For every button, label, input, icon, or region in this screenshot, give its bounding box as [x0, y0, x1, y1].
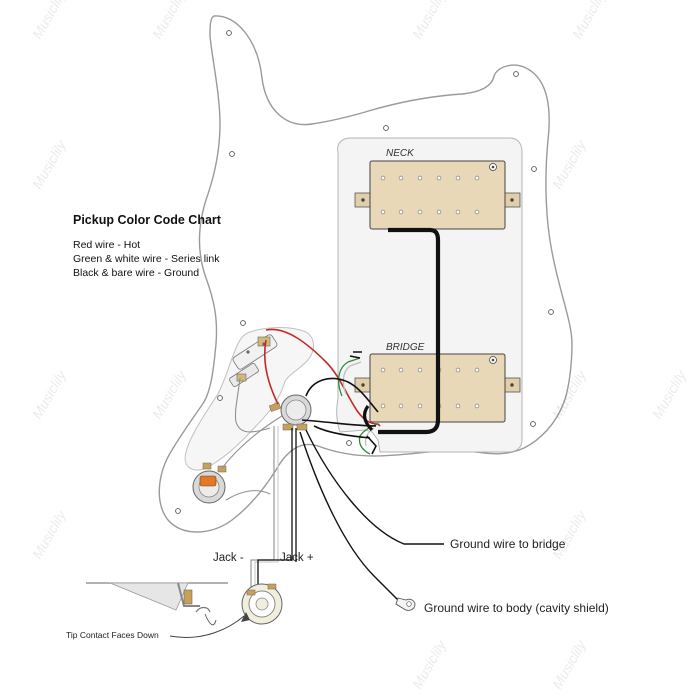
jack-wires — [250, 426, 297, 598]
svg-text:Musiclily: Musiclily — [29, 137, 70, 192]
ground-wire-to-bridge — [305, 429, 444, 545]
tip-arrow — [169, 615, 245, 638]
svg-text:Musiclily: Musiclily — [29, 367, 70, 422]
ground-wire-to-body — [299, 431, 399, 601]
svg-text:Musiclily: Musiclily — [409, 637, 450, 692]
control-cavity — [184, 327, 314, 471]
internal-wiring — [221, 377, 283, 501]
bridge-label: BRIDGE — [386, 342, 425, 353]
svg-text:Musiclily: Musiclily — [549, 637, 590, 692]
screw-holes — [175, 30, 554, 514]
legend-line-black-bare: Black & bare wire - Ground — [73, 267, 200, 279]
jack-side-view — [86, 582, 228, 613]
tip-contact-label: Tip Contact Faces Down — [66, 630, 159, 640]
legend-line-green-white: Green & white wire - Series link — [73, 253, 220, 265]
neck-label: NECK — [386, 148, 415, 159]
svg-text:Musiclily: Musiclily — [149, 0, 190, 41]
jack-plus-label: Jack + — [280, 552, 314, 564]
legend-title: Pickup Color Code Chart — [73, 213, 221, 227]
jack-icon — [241, 583, 283, 625]
jack-minus-label: Jack - — [213, 552, 244, 564]
tone-pot-icon — [192, 462, 227, 504]
legend-line-red: Red wire - Hot — [73, 239, 141, 251]
volume-pot-icon — [268, 394, 312, 431]
svg-text:Musiclily: Musiclily — [29, 507, 70, 562]
svg-text:Musiclily: Musiclily — [549, 137, 590, 192]
svg-text:Musiclily: Musiclily — [409, 0, 450, 41]
ground-bridge-label: Ground wire to bridge — [450, 537, 566, 551]
svg-text:Musiclily: Musiclily — [649, 367, 690, 422]
color-code-legend: Pickup Color Code Chart Red wire - Hot G… — [73, 213, 221, 280]
svg-text:Musiclily: Musiclily — [569, 0, 610, 41]
svg-text:Musiclily: Musiclily — [149, 367, 190, 422]
svg-text:Musiclily: Musiclily — [29, 0, 70, 41]
svg-text:Musiclily: Musiclily — [549, 507, 590, 562]
ground-body-label: Ground wire to body (cavity shield) — [424, 601, 609, 615]
neck-bridge-link — [378, 227, 441, 435]
ground-lug-icon — [395, 597, 416, 611]
neck-pickup — [354, 160, 521, 230]
